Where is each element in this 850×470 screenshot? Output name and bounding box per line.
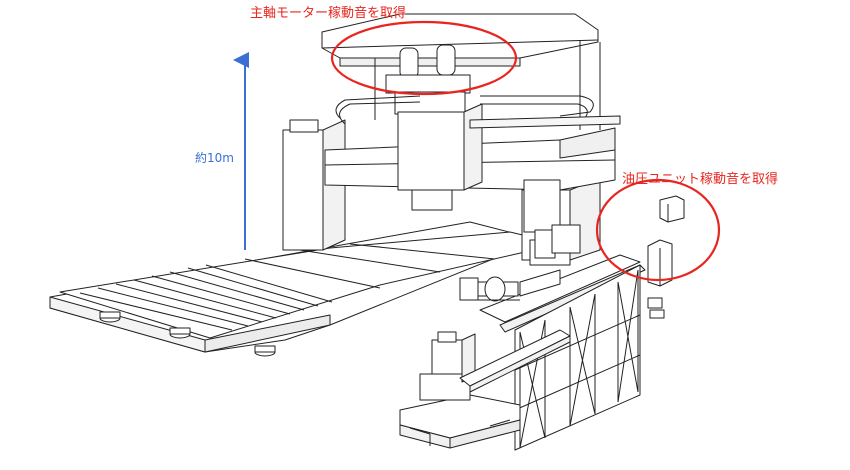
ballscrew-unit: [459, 269, 561, 302]
work-table: [59, 231, 561, 339]
hydraulic-unit-label: 油圧ユニット稼動音を取得: [622, 172, 779, 187]
right-ram: [523, 179, 581, 259]
hydraulic-unit-highlight: [595, 178, 721, 282]
cable-loops: [335, 95, 594, 125]
spindle-motor-highlight: [330, 20, 518, 96]
height-label: 約10m: [195, 151, 234, 165]
floor-rail: [459, 329, 571, 393]
spindle-motors: [385, 44, 471, 115]
top-guides: [469, 115, 621, 129]
table-feet: [99, 311, 276, 357]
spindle-head: [397, 103, 483, 211]
carriage-uprights: [419, 331, 476, 401]
floor-carriage: [399, 394, 521, 449]
spindle-motor-label: 主軸モーター稼動音を取得: [250, 6, 407, 21]
hydraulic-unit: [647, 195, 685, 319]
